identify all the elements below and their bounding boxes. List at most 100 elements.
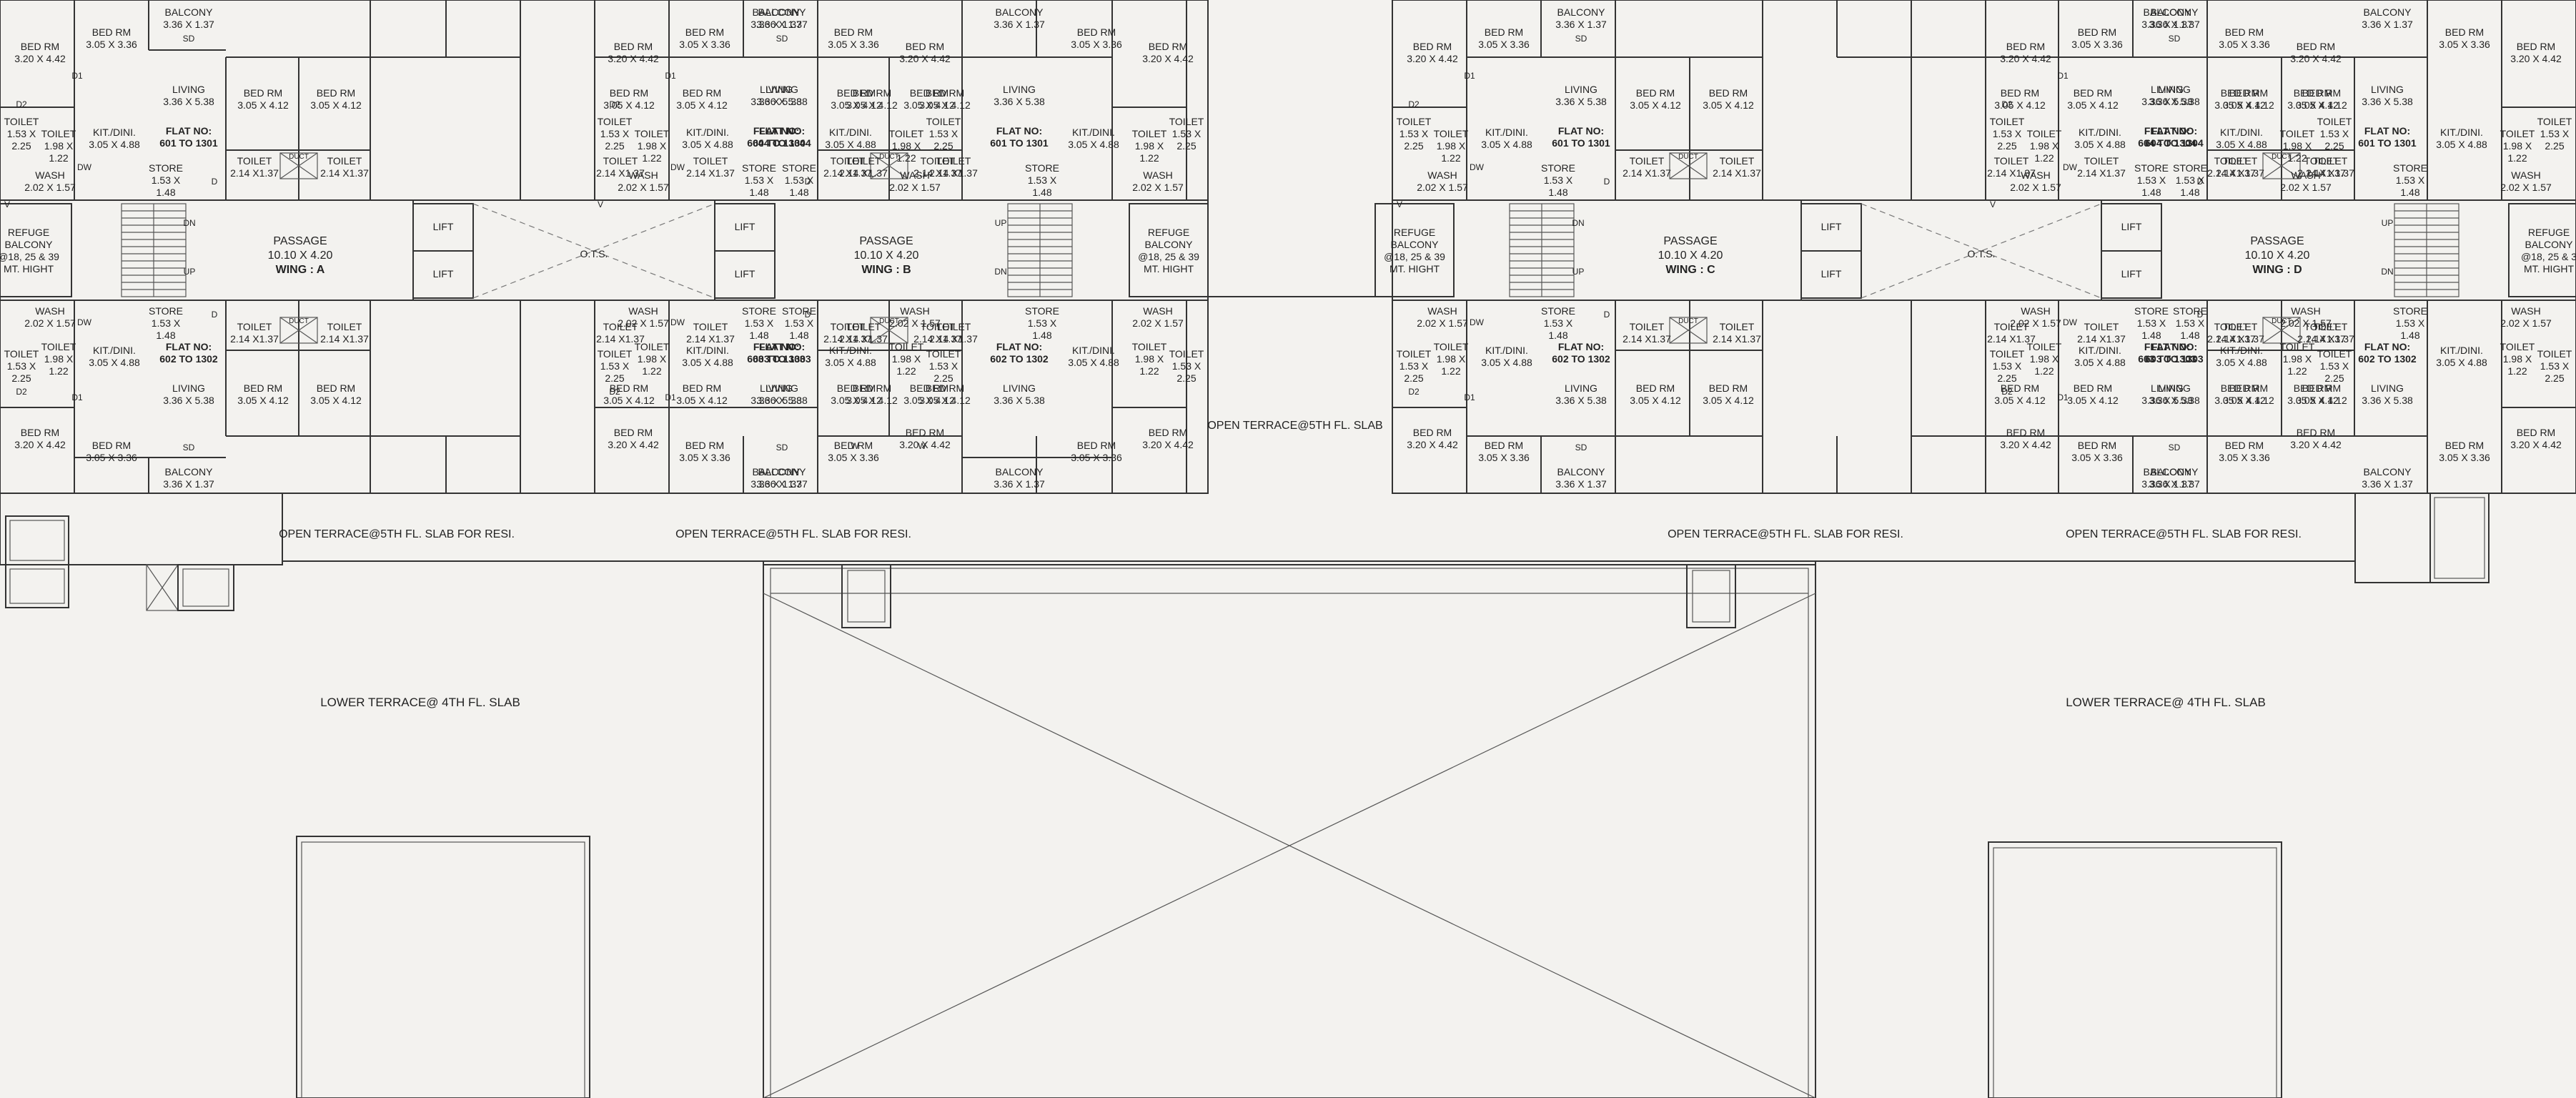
wing-d-right-bot-room-6: KIT./DINI.3.05 X 4.88 [2436, 345, 2487, 368]
duct-label-0: DUCT [289, 153, 309, 161]
door-tag-3-2: D [2197, 177, 2204, 187]
lower-terrace-label-1: LOWER TERRACE@ 4TH FL. SLAB [320, 696, 520, 709]
wing-b-left-bot-room-6: KIT./DINI.3.05 X 4.88 [682, 345, 733, 368]
door-tag-1-8: D [805, 310, 811, 320]
door-tag-3-10: DW [2063, 317, 2078, 327]
stair-dn-7: DN [2381, 267, 2393, 277]
open-terrace-resi-label-1: OPEN TERRACE@5TH FL. SLAB FOR RESI. [279, 528, 515, 540]
door-tag-3-5: V [1990, 199, 1996, 209]
door-tag-0-11: W [851, 441, 859, 451]
door-tag-0-9: SD [183, 442, 195, 452]
stair-dn-4: DN [1572, 218, 1584, 228]
slab-outlines [0, 493, 2490, 1098]
door-tag-3-6: D1 [2057, 392, 2069, 402]
door-tag-0-3: SD [183, 34, 195, 44]
wing-b-right-flat-bot: FLAT NO:602 TO 1302 [990, 341, 1049, 365]
door-tag-0-4: DW [77, 162, 92, 172]
wing-b-left-flat-bot: FLAT NO:603 TO 1303 [753, 341, 811, 365]
stair-dn-0: DN [183, 218, 195, 228]
open-terrace-resi-label-3: OPEN TERRACE@5TH FL. SLAB FOR RESI. [1668, 528, 1903, 540]
wing-d-left-top-room-6: KIT./DINI.3.05 X 4.88 [2074, 127, 2126, 150]
door-tag-2-10: DW [1470, 317, 1485, 327]
door-tag-2-5: V [1397, 199, 1402, 209]
duct-label-5: DUCT [1678, 317, 1698, 325]
door-tag-0-5: V [4, 199, 10, 209]
lower-terrace-label-2: LOWER TERRACE@ 4TH FL. SLAB [2066, 696, 2266, 709]
wing-c-left-top-room-6: KIT./DINI.3.05 X 4.88 [1481, 127, 1532, 150]
door-tag-0-2: D [212, 177, 218, 187]
wing-b-left-flat-top: FLAT NO:604 TO 1304 [753, 125, 811, 149]
door-tag-2-8: D [1604, 310, 1610, 320]
